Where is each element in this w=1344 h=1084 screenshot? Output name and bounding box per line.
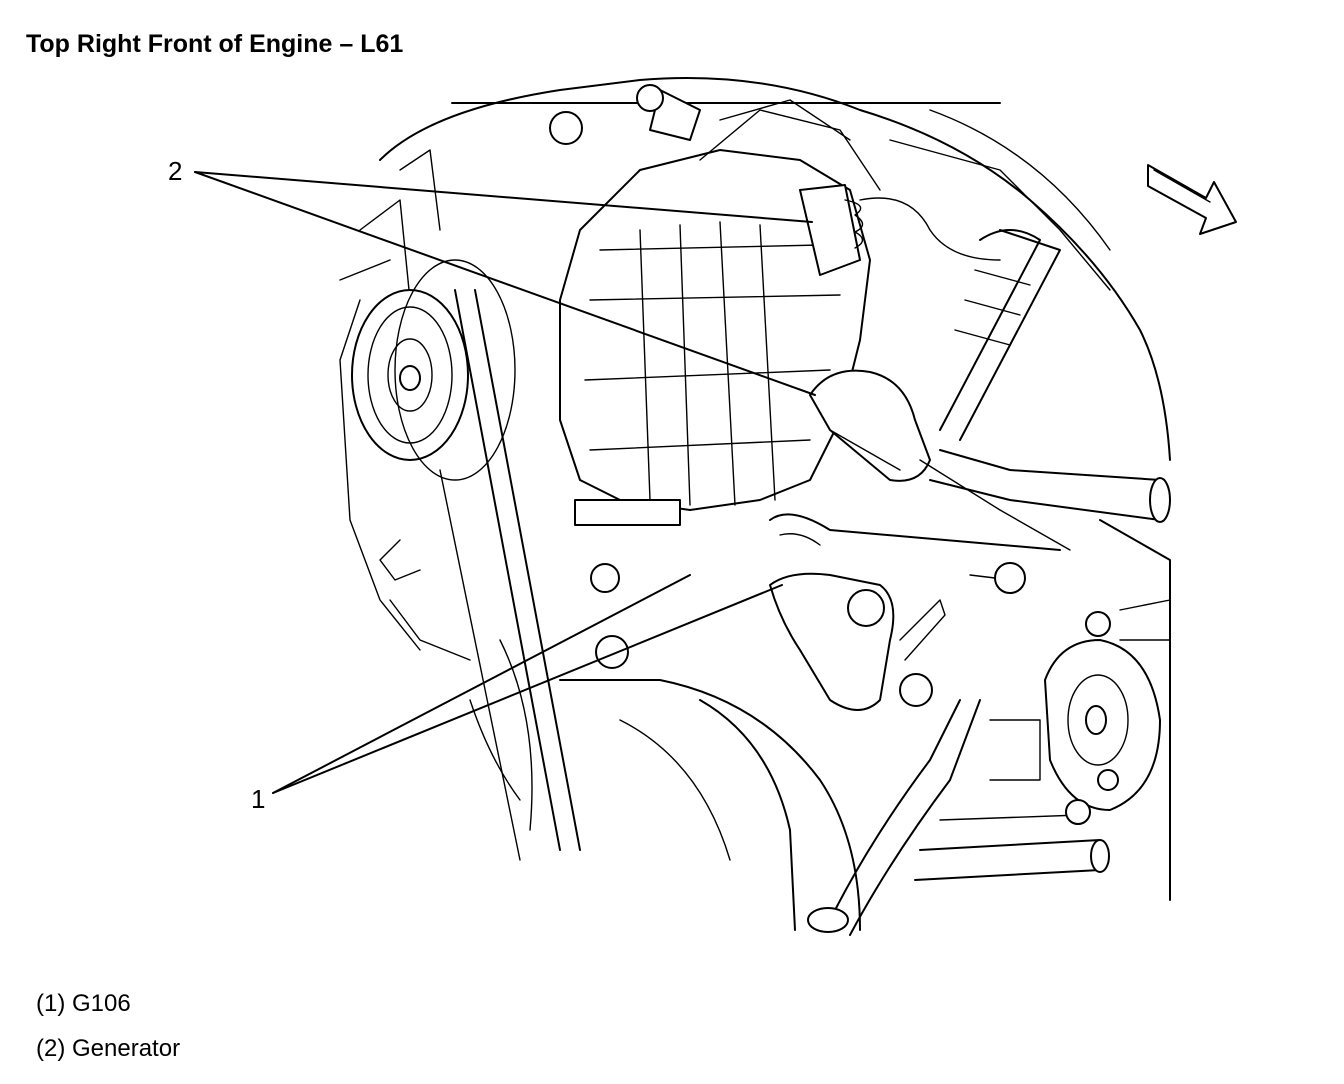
callout-number-1: 1 — [251, 784, 265, 814]
wiring-harness — [807, 229, 1171, 936]
generator-pulley — [351, 259, 516, 481]
callout-number-2: 2 — [168, 156, 182, 186]
front-direction-arrow-icon — [1147, 164, 1237, 235]
callout-1-leaders — [272, 574, 783, 794]
legend-item-generator: (2) Generator — [36, 1035, 181, 1062]
diagram-title: Top Right Front of Engine – L61 — [26, 30, 404, 58]
generator — [559, 89, 1071, 551]
callout-2-leaders — [194, 171, 816, 396]
drive-belt — [439, 289, 581, 861]
accessory-pulley — [989, 599, 1171, 825]
ground-bracket — [549, 84, 1061, 711]
legend-item-g106: (1) G106 — [36, 990, 131, 1017]
